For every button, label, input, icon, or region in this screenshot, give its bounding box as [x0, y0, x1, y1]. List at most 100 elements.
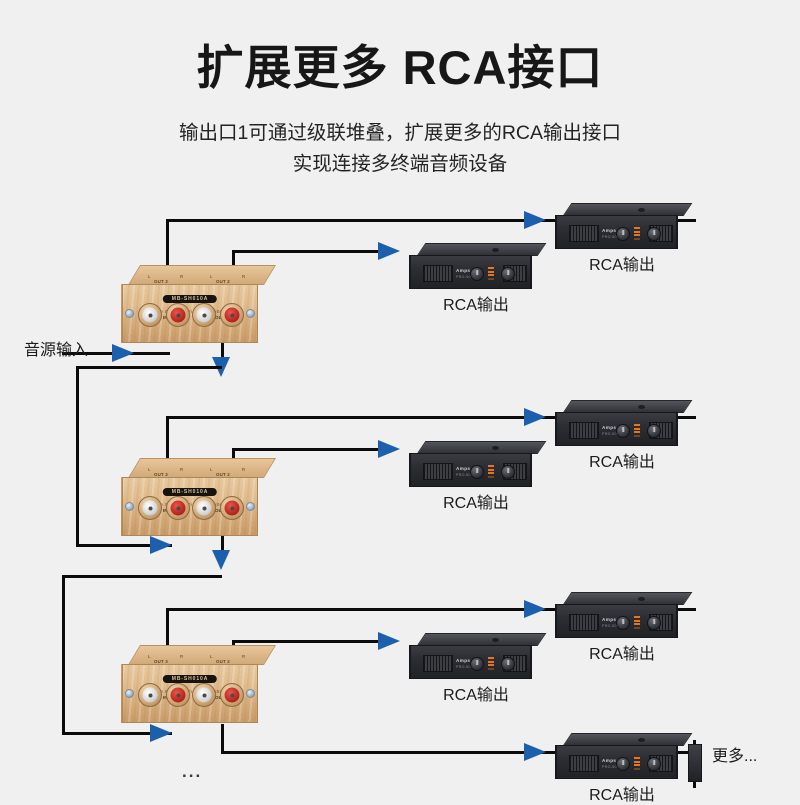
label-out3: OUT 3 — [154, 472, 168, 477]
arrow-amp-7 — [524, 743, 546, 761]
volume-knob-right[interactable] — [501, 465, 515, 479]
rca-jack-in-left[interactable] — [138, 303, 162, 327]
amp-top-vent-hole — [637, 405, 645, 409]
vent-grille-left — [569, 225, 599, 242]
volume-knob-right[interactable] — [501, 657, 515, 671]
label-out3-right: R — [180, 654, 184, 659]
arrow-amp-5 — [524, 600, 546, 618]
amp-model-text: PRO-500 — [456, 275, 474, 279]
label-out2-right: R — [242, 467, 246, 472]
volume-knob-right[interactable] — [647, 616, 661, 630]
splitter-model-text: Passive Stereo Hi-Fi Audio Splitter 1X3 — [145, 689, 235, 694]
wire-s3-out3-run — [166, 608, 696, 611]
volume-knob-right[interactable] — [647, 757, 661, 771]
amp-output-label: RCA输出 — [589, 257, 655, 274]
label-out3-right: R — [180, 467, 184, 472]
wire-s3-out3-riser — [166, 608, 169, 646]
led-meter — [634, 227, 640, 241]
arrow-amp-1 — [524, 211, 546, 229]
label-out3-left: L — [148, 467, 151, 472]
rca-jack-out1-left[interactable] — [192, 303, 216, 327]
screw-right — [246, 689, 255, 698]
led-meter — [488, 465, 494, 479]
label-in: IN — [163, 695, 168, 700]
volume-knob-left[interactable] — [616, 227, 630, 241]
amp-model-text: PRO-500 — [602, 235, 620, 239]
amp-brand-text: Amps — [602, 228, 617, 233]
rca-jack-in-left[interactable] — [138, 496, 162, 520]
volume-knob-left[interactable] — [470, 465, 484, 479]
amp-model-text: PRO-500 — [602, 432, 620, 436]
amp-top-vent-hole — [491, 248, 499, 252]
continuation-ellipsis: ... — [182, 762, 203, 781]
amp-output-label: RCA输出 — [589, 787, 655, 804]
rca-jack-out1-right[interactable] — [220, 496, 244, 520]
amp-brand-text: Amps — [602, 758, 617, 763]
volume-knob-left[interactable] — [470, 657, 484, 671]
amp-output-label: RCA输出 — [443, 495, 509, 512]
screw-left — [125, 689, 134, 698]
volume-knob-right[interactable] — [501, 267, 515, 281]
led-meter — [488, 267, 494, 281]
label-in: IN — [163, 508, 168, 513]
splitter-brand-badge: MB-SH010A — [162, 488, 218, 496]
label-out2-right: R — [242, 654, 246, 659]
rca-jack-out1-left[interactable] — [192, 683, 216, 707]
wire-cascade-1-bottom — [76, 544, 172, 547]
wire-cascade-2-bottom — [62, 732, 172, 735]
source-input-label: 音源输入 — [24, 342, 89, 359]
arrow-amp-4 — [378, 440, 400, 458]
volume-knob-left[interactable] — [616, 757, 630, 771]
screw-right — [246, 502, 255, 511]
splitter-brand-badge: MB-SH010A — [162, 675, 218, 683]
arrow-amp-3 — [524, 408, 546, 426]
arrow-s2-out1 — [212, 550, 230, 570]
rca-jack-in-right[interactable] — [166, 496, 190, 520]
amp-brand-text: Amps — [456, 466, 471, 471]
amp-brand-text: Amps — [602, 425, 617, 430]
label-out3-left: L — [148, 654, 151, 659]
screw-right — [246, 309, 255, 318]
label-out3-left: L — [148, 274, 151, 279]
page-title: 扩展更多 RCA接口 — [196, 41, 604, 94]
label-out3: OUT 3 — [154, 279, 168, 284]
wire-s3-out1-down — [221, 724, 224, 751]
label-out2: OUT 2 — [216, 472, 230, 477]
volume-knob-right[interactable] — [647, 424, 661, 438]
led-meter — [634, 616, 640, 630]
volume-knob-left[interactable] — [470, 267, 484, 281]
amp-brand-text: Amps — [602, 617, 617, 622]
rca-jack-in-right[interactable] — [166, 683, 190, 707]
rca-jack-in-left[interactable] — [138, 683, 162, 707]
rca-jack-out1-right[interactable] — [220, 683, 244, 707]
rca-jack-out1-right[interactable] — [220, 303, 244, 327]
amp-output-label: RCA输出 — [443, 297, 509, 314]
splitter-2: MB-SH010A Passive Stereo Hi-Fi Audio Spli… — [121, 458, 277, 536]
wire-s2-out3-run — [166, 416, 696, 419]
rca-jack-in-right[interactable] — [166, 303, 190, 327]
volume-knob-right[interactable] — [647, 227, 661, 241]
wire-s2-out2-run — [232, 448, 392, 451]
volume-knob-left[interactable] — [616, 616, 630, 630]
vent-grille-left — [423, 265, 453, 282]
led-meter — [634, 424, 640, 438]
label-in: IN — [163, 315, 168, 320]
wire-cascade-1-vert — [76, 366, 79, 544]
wire-s1-out3-riser — [166, 219, 169, 264]
label-out2: OUT 2 — [216, 659, 230, 664]
volume-knob-left[interactable] — [616, 424, 630, 438]
splitter-model-text: Passive Stereo Hi-Fi Audio Splitter 1X3 — [145, 502, 235, 507]
wire-cascade-2-top — [62, 575, 222, 578]
amp-output-label: RCA输出 — [443, 687, 509, 704]
amp-top-vent-hole — [637, 597, 645, 601]
amp-model-text: PRO-500 — [602, 624, 620, 628]
rca-jack-out1-left[interactable] — [192, 496, 216, 520]
